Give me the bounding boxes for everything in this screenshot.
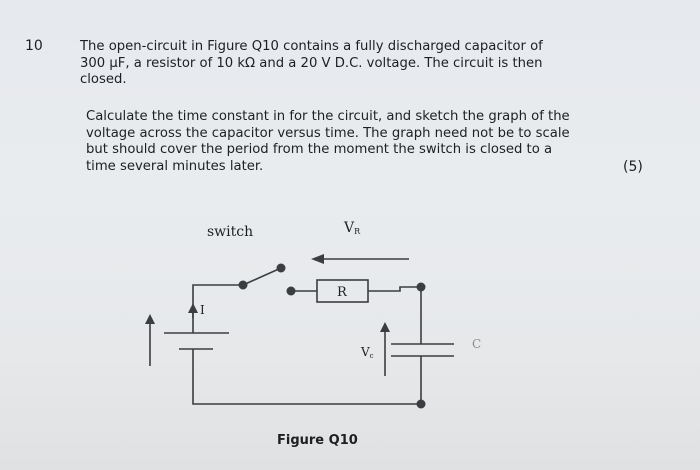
junction-node-top [416, 282, 426, 292]
text-line: Calculate the time constant in for the c… [86, 109, 570, 124]
switch-tip-node [276, 263, 286, 273]
switch-contact-node [286, 286, 296, 296]
question-paragraph-1: The open-circuit in Figure Q10 contains … [80, 39, 600, 89]
vc-arrow-head [380, 322, 390, 332]
wire-resistor-to-capacitor [368, 286, 421, 292]
capacitor-label: C [472, 337, 481, 351]
wire-bottom [192, 349, 421, 405]
vr-label: VR [343, 220, 361, 236]
text-line: closed. [80, 72, 127, 87]
vc-label: Vc [360, 345, 374, 360]
text-line: but should cover the period from the mom… [86, 142, 553, 157]
text-line: time several minutes later. [86, 158, 264, 174]
vr-arrow-head [311, 254, 324, 264]
text-line: The open-circuit in Figure Q10 contains … [80, 39, 543, 54]
vc-label-subscript: c [370, 352, 374, 360]
text-line: voltage across the capacitor versus time… [86, 125, 570, 141]
vr-label-subscript: R [354, 227, 361, 236]
vc-label-main: V [360, 345, 370, 359]
switch-blade [242, 267, 282, 286]
figure-caption: Figure Q10 [277, 433, 358, 448]
question-paragraph-2: Calculate the time constant in for the c… [86, 109, 611, 175]
switch-pivot-node [238, 280, 248, 290]
marks-label: (5) [623, 159, 643, 175]
current-label: I [200, 303, 205, 317]
question-number: 10 [25, 38, 43, 54]
vr-label-main: V [343, 220, 355, 236]
resistor-label: R [337, 285, 348, 300]
current-arrow-head [188, 303, 198, 313]
battery-arrow-head [145, 314, 155, 324]
text-line: 300 µF, a resistor of 10 kΩ and a 20 V D… [80, 55, 543, 71]
switch-label: switch [207, 224, 253, 240]
junction-node-bottom [416, 399, 426, 409]
